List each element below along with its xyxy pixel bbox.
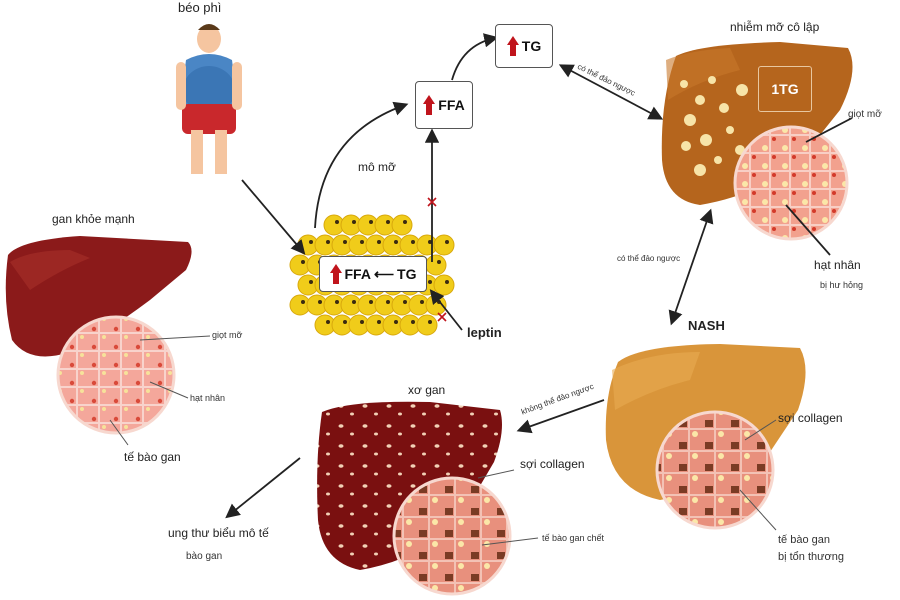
- nash-liver-illustration: [605, 344, 806, 530]
- cirrhosis-label: xơ gan: [408, 383, 446, 397]
- adipocyte-nucleus: [420, 300, 424, 304]
- block-marks: [427, 197, 447, 322]
- adipocyte-nucleus: [428, 320, 432, 324]
- adipocyte-nucleus: [360, 240, 364, 244]
- leptin-label: leptin: [467, 325, 502, 340]
- adipocyte: [433, 274, 455, 296]
- cirrhosis-liver-illustration: [317, 401, 512, 596]
- adipocyte-nucleus: [377, 320, 381, 324]
- adipocyte-nucleus: [318, 300, 322, 304]
- adipocyte-nucleus: [403, 220, 407, 224]
- adipocyte-nucleus: [343, 320, 347, 324]
- adipocyte-nucleus: [309, 280, 313, 284]
- obesity-label: béo phì: [178, 0, 222, 15]
- obese-person-illustration: [176, 24, 242, 174]
- adipocyte-nucleus: [335, 300, 339, 304]
- fat-spot: [681, 141, 691, 151]
- dead-cell-label: tế bào gan chết: [542, 533, 605, 543]
- adipocyte: [433, 234, 455, 256]
- adipocyte: [391, 214, 413, 236]
- ffa-box: FFA: [415, 81, 473, 129]
- injured-cell-label-1: tế bào gan: [778, 534, 830, 546]
- adipocyte-nucleus: [386, 300, 390, 304]
- adipocyte-nucleus: [428, 240, 432, 244]
- adipocyte-nucleus: [352, 220, 356, 224]
- cancer-label-line2: bào gan: [186, 551, 223, 562]
- increase-arrow-icon: [506, 36, 519, 56]
- adipocyte: [425, 254, 447, 276]
- adipocyte-nucleus: [428, 280, 432, 284]
- nash-label: NASH: [688, 318, 725, 333]
- adipocyte-nucleus: [386, 220, 390, 224]
- adipocyte-nucleus: [352, 300, 356, 304]
- adipocyte-nucleus: [301, 300, 305, 304]
- adipocyte-nucleus: [335, 220, 339, 224]
- adipocyte-nucleus: [369, 220, 373, 224]
- adipocyte-nucleus: [445, 240, 449, 244]
- adipocyte-nucleus: [360, 320, 364, 324]
- adipocyte-nucleus: [377, 240, 381, 244]
- fat-droplet-label: giọt mỡ: [212, 330, 243, 340]
- nucleus-label: hạt nhân: [190, 393, 226, 403]
- fat-spot: [684, 114, 696, 126]
- increase-arrow-icon: [423, 95, 436, 115]
- steatosis-label: nhiễm mỡ cô lập: [730, 20, 820, 34]
- fat-spot: [680, 80, 688, 88]
- reversible-label-2: có thể đảo ngược: [617, 254, 681, 263]
- flow-arrows: [225, 33, 853, 519]
- cancer-label-line1: ung thư biểu mô tế: [168, 526, 269, 540]
- healthy-liver-illustration: [5, 236, 192, 435]
- adipose-ffa-label: FFA: [344, 266, 371, 282]
- adipocyte-nucleus: [326, 320, 330, 324]
- fat-spot: [719, 103, 729, 113]
- left-arrow-icon: ⟵: [373, 265, 395, 282]
- ffa-label: FFA: [438, 97, 465, 113]
- adipocyte-nucleus: [301, 260, 305, 264]
- fat-spot: [714, 156, 722, 164]
- adipocyte-nucleus: [394, 240, 398, 244]
- tg-top-box: TG: [495, 24, 553, 68]
- adipocyte: [416, 314, 438, 336]
- adipose-ffa-tg-box: FFA ⟵ TG: [319, 256, 427, 292]
- adipose-label: mô mỡ: [358, 160, 396, 174]
- fat-droplet-label-2: giọt mỡ: [848, 109, 882, 120]
- adipocyte-nucleus: [394, 320, 398, 324]
- fat-spot: [736, 84, 748, 96]
- increase-arrow-icon: [329, 264, 342, 284]
- adipocyte-nucleus: [411, 320, 415, 324]
- fat-spot: [695, 95, 705, 105]
- adipocyte-nucleus: [326, 240, 330, 244]
- leader-lines: [109, 335, 777, 546]
- fat-spot: [700, 134, 712, 146]
- adipocyte-nucleus: [445, 280, 449, 284]
- fat-spot: [694, 164, 706, 176]
- healthy-liver-label: gan khỏe mạnh: [52, 212, 135, 226]
- tg-top-label: TG: [521, 38, 542, 54]
- nucleus-label-2: hạt nhân: [814, 258, 861, 272]
- fat-spot: [708, 76, 716, 84]
- injured-cell-label-2: bị tổn thương: [778, 551, 844, 563]
- adipocyte-nucleus: [343, 240, 347, 244]
- liver-tg-box: 1TG: [758, 66, 812, 112]
- adipocyte-nucleus: [437, 260, 441, 264]
- steatosis-liver-illustration: [661, 42, 853, 241]
- liver-tg-label: 1TG: [771, 81, 799, 97]
- damaged-label: bị hư hỏng: [820, 280, 864, 290]
- adipose-tg-label: TG: [397, 266, 417, 282]
- adipocyte-nucleus: [403, 300, 407, 304]
- fat-spot: [726, 126, 734, 134]
- collagen-cirrhosis-label: sợi collagen: [520, 457, 585, 471]
- adipocyte-nucleus: [369, 300, 373, 304]
- adipocyte-nucleus: [411, 240, 415, 244]
- adipocyte-nucleus: [309, 240, 313, 244]
- collagen-nash-label: sợi collagen: [778, 411, 843, 425]
- hepatocyte-label: tế bào gan: [124, 450, 181, 464]
